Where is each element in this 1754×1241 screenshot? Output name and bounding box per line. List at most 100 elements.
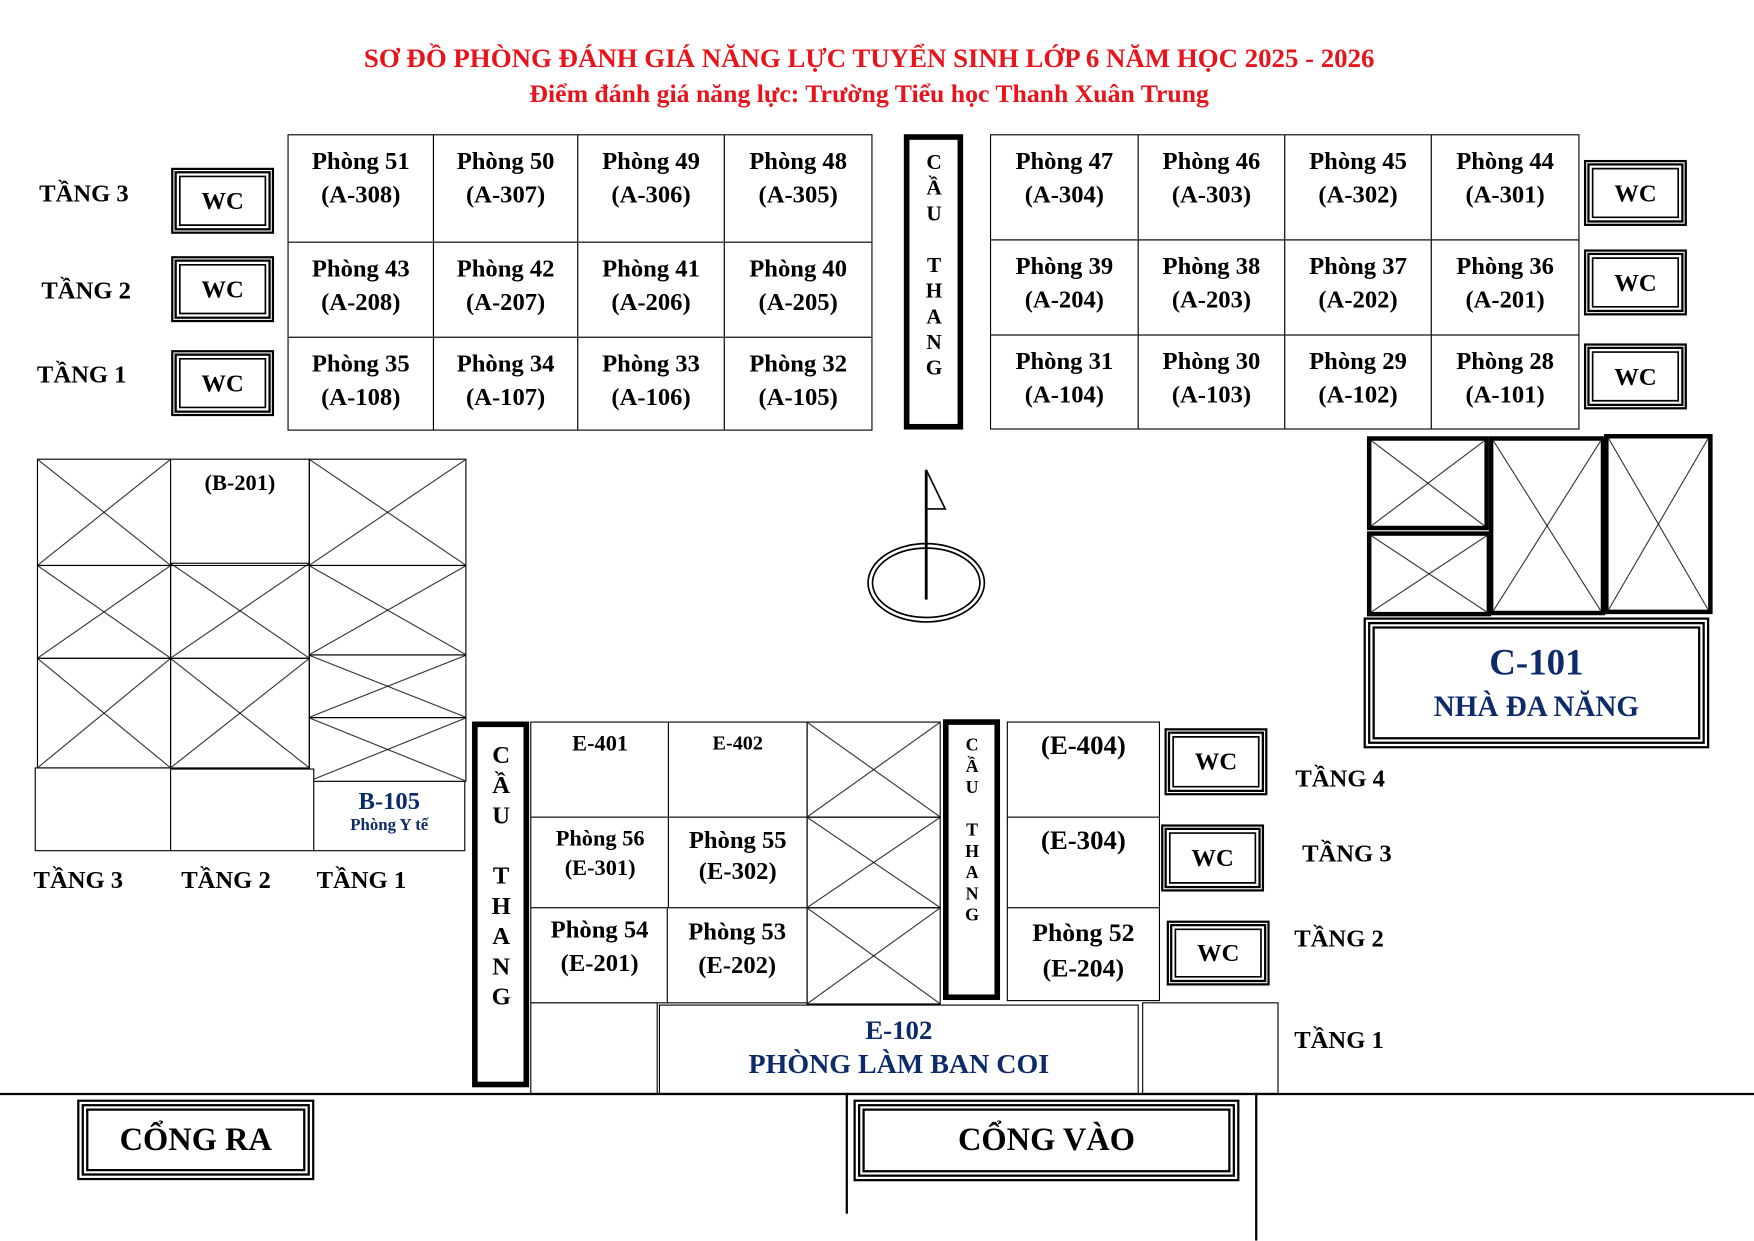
wc: WC bbox=[1583, 159, 1687, 226]
room-e102-code: E-102 bbox=[865, 1016, 933, 1046]
room-cell: Phòng 39(A-204) bbox=[989, 239, 1139, 336]
room-name: Phòng 47 bbox=[1015, 146, 1114, 175]
wc: WC bbox=[1166, 920, 1270, 986]
room-cell: Phòng 30 (A-103) bbox=[1137, 334, 1286, 430]
plan-subtitle: Điểm đánh giá năng lực: Trường Tiểu học … bbox=[529, 79, 1209, 108]
room-name: Phòng 53 bbox=[688, 917, 787, 946]
room-cell: Phòng 50 (A-307) bbox=[432, 134, 579, 243]
room-code: (A-302) bbox=[1318, 180, 1398, 209]
room-name: Phòng 32 bbox=[749, 349, 848, 377]
floor-label-2: TẦNG 2 bbox=[1294, 923, 1384, 952]
room-code: (A-103) bbox=[1171, 380, 1252, 409]
room-name: Phòng 50 bbox=[456, 146, 555, 175]
room-code: (A-102) bbox=[1318, 380, 1398, 409]
room-name: Phòng 46 bbox=[1162, 146, 1261, 175]
unused-room bbox=[1366, 436, 1489, 531]
floor-label-3: TẦNG 3 bbox=[33, 865, 124, 894]
room-e102-name: PHÒNG LÀM BAN COI bbox=[748, 1049, 1050, 1080]
room-code: (A-208) bbox=[321, 287, 401, 316]
room-cell: Phòng 45(A-302) bbox=[1284, 134, 1432, 241]
room-name: Phòng 38 bbox=[1162, 251, 1261, 280]
room-cell: Phòng 48(A-305) bbox=[723, 134, 873, 243]
room-55: Phòng 55(E-302) bbox=[667, 816, 808, 909]
room-cell: Phòng 40(A-205) bbox=[723, 241, 873, 338]
room-code: (A-104) bbox=[1024, 380, 1105, 409]
room-c101-code: C-101 bbox=[1489, 642, 1584, 683]
room-code: (A-307) bbox=[465, 180, 546, 209]
wc: WC bbox=[1583, 343, 1687, 410]
empty-room bbox=[34, 767, 172, 852]
staircase: CẦU THANG bbox=[942, 719, 1001, 1001]
room-code: (A-205) bbox=[758, 287, 838, 316]
room-code: (A-106) bbox=[611, 382, 691, 411]
unused-room bbox=[1488, 436, 1606, 616]
wc: WC bbox=[1583, 249, 1687, 316]
room-code: (E-301) bbox=[564, 855, 636, 881]
room-name: Phòng 42 bbox=[456, 253, 555, 282]
empty-room bbox=[170, 768, 315, 852]
room-name: Phòng 37 bbox=[1309, 251, 1407, 280]
room-name: Phòng 31 bbox=[1015, 346, 1114, 375]
room-cell: Phòng 44(A-301) bbox=[1430, 134, 1580, 241]
room-cell: Phòng 46(A-303) bbox=[1137, 134, 1286, 241]
wc: WC bbox=[171, 350, 275, 417]
room-b105-code: B-105 bbox=[358, 786, 421, 815]
room-name: Phòng 52 bbox=[1032, 918, 1135, 947]
room-code: (A-204) bbox=[1024, 285, 1105, 314]
room-code: (E-204) bbox=[1042, 954, 1125, 983]
room-name: Phòng 44 bbox=[1456, 146, 1554, 175]
room-name: Phòng 55 bbox=[688, 825, 787, 854]
floor-label-1: TẦNG 1 bbox=[36, 360, 127, 389]
room-name: Phòng 35 bbox=[311, 349, 410, 377]
flagpole-icon bbox=[867, 469, 986, 623]
staircase-label: CẦU THANG bbox=[962, 736, 982, 928]
room-code: (A-207) bbox=[465, 287, 546, 316]
unused-room bbox=[1366, 531, 1492, 617]
room-name: Phòng 28 bbox=[1456, 346, 1554, 375]
unused-room bbox=[308, 458, 467, 567]
empty-room bbox=[1142, 1002, 1279, 1095]
room-cell: Phòng 34(A-107) bbox=[432, 336, 579, 431]
exit-gate: CỔNG RA bbox=[77, 1099, 315, 1181]
room-code: (A-306) bbox=[611, 180, 691, 209]
room-cell: Phòng 38(A-203) bbox=[1137, 239, 1286, 336]
room-cell: Phòng 33(A-106) bbox=[577, 336, 725, 431]
room-cell: Phòng 43 (A-208) bbox=[287, 241, 435, 338]
boundary-line bbox=[0, 1092, 1754, 1095]
room-code: (A-108) bbox=[321, 382, 401, 411]
room-cell: Phòng 42 (A-207) bbox=[432, 241, 579, 338]
room-cell: Phòng 47(A-304) bbox=[989, 134, 1139, 241]
room-53: Phòng 53(E-202) bbox=[666, 907, 808, 1004]
room-b105-label: Phòng Y tế bbox=[350, 816, 429, 835]
room-cell: Phòng 41 (A-206) bbox=[577, 241, 725, 338]
room-code: (A-107) bbox=[465, 382, 546, 411]
room-name: Phòng 29 bbox=[1309, 346, 1407, 375]
floor-label-4: TẦNG 4 bbox=[1295, 764, 1385, 792]
room-name: Phòng 36 bbox=[1456, 251, 1554, 280]
room-cell: Phòng 51(A-308) bbox=[287, 134, 435, 243]
room-cell: Phòng 37(A-202) bbox=[1284, 239, 1432, 336]
room-code: (A-201) bbox=[1465, 285, 1545, 314]
staircase-label: CẦU THANG bbox=[487, 740, 516, 1013]
unused-room bbox=[170, 657, 310, 769]
room-cell: Phòng 31 (A-104) bbox=[989, 334, 1139, 430]
room-56: Phòng 56(E-301) bbox=[530, 816, 671, 909]
room-name: Phòng 30 bbox=[1162, 346, 1261, 375]
unused-room bbox=[308, 654, 467, 719]
boundary-line bbox=[1255, 1092, 1257, 1241]
room-cell: Phòng 28(A-101) bbox=[1430, 334, 1580, 430]
unused-room bbox=[308, 717, 467, 782]
room-name: Phòng 54 bbox=[550, 915, 649, 943]
room-code: (A-105) bbox=[758, 382, 838, 411]
wc: WC bbox=[171, 167, 275, 234]
room-code: (A-308) bbox=[321, 180, 401, 209]
room-e304: (E-304) bbox=[1006, 816, 1161, 909]
room-54: Phòng 54 (E-201) bbox=[530, 907, 669, 1004]
room-name: Phòng 41 bbox=[602, 253, 700, 282]
room-code: (E-201) bbox=[560, 948, 639, 977]
staircase-label: CẦU THANG bbox=[922, 151, 946, 383]
room-name: Phòng 43 bbox=[311, 253, 410, 282]
room-code: (A-206) bbox=[611, 287, 691, 316]
room-name: Phòng 48 bbox=[749, 146, 848, 175]
